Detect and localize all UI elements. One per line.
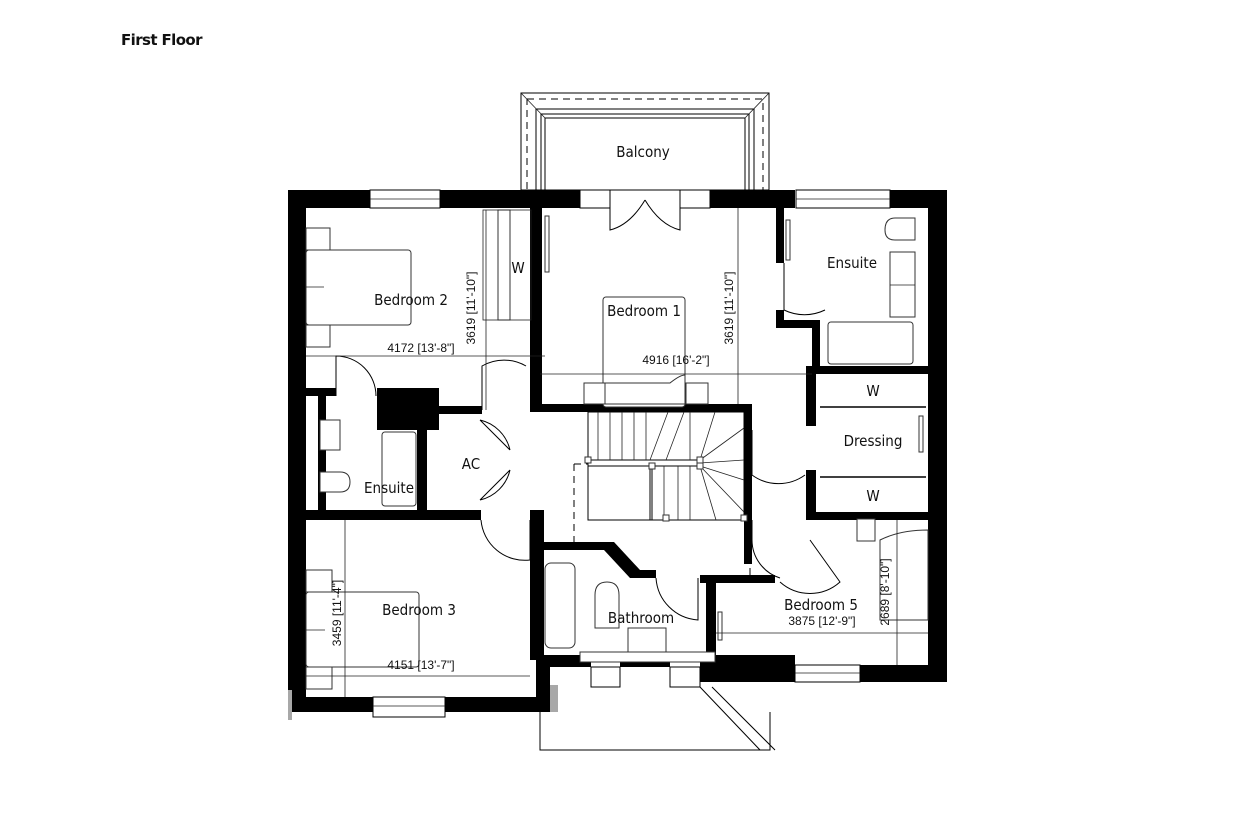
- exterior-walls: [288, 190, 947, 720]
- bedroom2-furniture: [305, 209, 532, 348]
- staircase[interactable]: [573, 411, 751, 575]
- room-labels: Balcony Bedroom 2 W Bedroom 1 Ensuite W …: [364, 143, 902, 627]
- label-bedroom-5: Bedroom 5: [784, 596, 858, 614]
- label-bedroom-1: Bedroom 1: [607, 302, 681, 320]
- floor-title: First Floor: [121, 31, 203, 49]
- windows: [369, 189, 891, 718]
- label-bedroom-3: Bedroom 3: [382, 601, 456, 619]
- dim-bedroom-1-width: 4916 [16'-2"]: [642, 353, 709, 367]
- dim-bedroom-3-depth: 3459 [11'-4"]: [330, 580, 344, 646]
- label-wardrobe-dressing-bottom: W: [866, 487, 879, 505]
- bedroom1-furniture: [544, 215, 709, 408]
- bathroom-fixtures: [544, 562, 716, 663]
- label-airing-cupboard: AC: [462, 455, 480, 473]
- label-dressing: Dressing: [844, 432, 903, 450]
- label-wardrobe-dressing-top: W: [866, 382, 879, 400]
- entrance-steps: [539, 686, 776, 751]
- label-ensuite-bed2: Ensuite: [364, 479, 414, 497]
- ensuite-main-fixtures: [785, 217, 916, 365]
- dressing-fixtures: [717, 406, 929, 641]
- dimension-labels: 4172 [13'-8"] 3619 [11'-10"] 4916 [16'-2…: [330, 271, 892, 672]
- ensuite-bed2-fixtures: [319, 419, 417, 507]
- dim-bedroom-1-depth: 3619 [11'-10"]: [722, 271, 736, 344]
- label-bathroom: Bathroom: [608, 609, 674, 627]
- label-ensuite-main: Ensuite: [827, 254, 877, 272]
- dim-bedroom-2-depth: 3619 [11'-10"]: [464, 271, 478, 344]
- balcony: [520, 92, 770, 191]
- dim-bedroom-3-width: 4151 [13'-7"]: [387, 658, 454, 672]
- label-wardrobe-bed2: W: [511, 259, 524, 277]
- dimension-lines: [306, 208, 928, 697]
- label-balcony: Balcony: [616, 143, 670, 161]
- doors: [335, 199, 841, 621]
- interior-walls: [306, 208, 928, 660]
- label-bedroom-2: Bedroom 2: [374, 291, 448, 309]
- bedroom3-furniture: [305, 569, 420, 690]
- dim-bedroom-5-width: 3875 [12'-9"]: [788, 614, 855, 628]
- dim-bedroom-5-depth: 2689 [8'-10"]: [878, 558, 892, 625]
- dim-bedroom-2-width: 4172 [13'-8"]: [387, 341, 454, 355]
